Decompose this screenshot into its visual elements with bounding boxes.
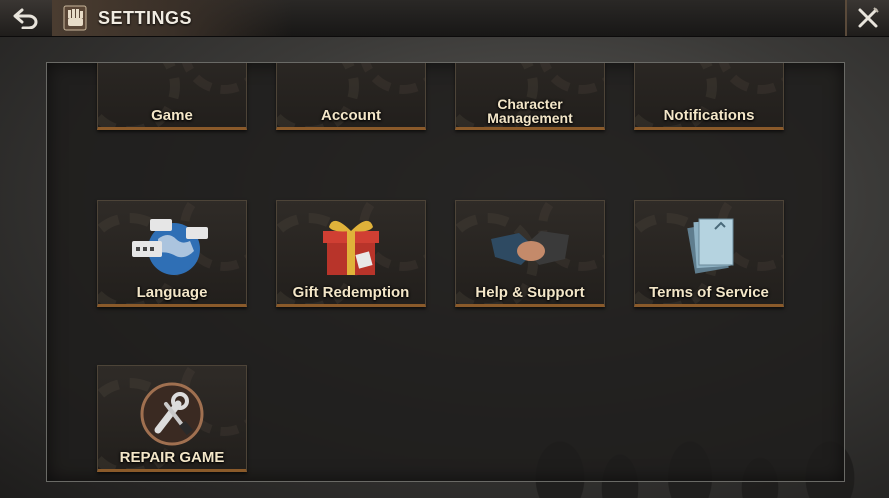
tile-terms-of-service[interactable]: Terms of Service [634,200,784,307]
tile-label: Account [321,107,381,124]
tile-repair-game[interactable]: REPAIR GAME [97,365,247,472]
tile-notifications[interactable]: Notifications [634,63,784,130]
page-title: SETTINGS [98,7,193,28]
tile-character-management[interactable]: Character Management [455,63,605,130]
gear-icon [98,63,246,66]
tile-label: Gift Redemption [292,284,410,301]
tile-help-support[interactable]: Help & Support [455,200,605,307]
tile-label: Help & Support [475,284,585,301]
top-bar: SETTINGS [0,0,889,37]
wrench-screwdriver-icon [98,374,246,446]
tile-label: Language [136,284,208,301]
tile-label: REPAIR GAME [119,449,225,466]
documents-icon [635,209,783,281]
tile-gift-redemption[interactable]: Gift Redemption [276,200,426,307]
tile-label: Character Management [487,96,573,126]
tile-account[interactable]: Account [276,63,426,130]
tile-label: Terms of Service [649,284,769,301]
settings-panel: Game Account Character Management [46,62,845,482]
tile-game[interactable]: Game [97,63,247,130]
character-portrait-icon [456,63,604,66]
globe-speech-icon [98,209,246,281]
close-x-icon [858,7,879,28]
handshake-icon [456,209,604,281]
close-button[interactable] [845,0,889,36]
title-tab: SETTINGS [52,0,292,36]
phone-notification-icon [635,63,783,66]
tile-language[interactable]: Language [97,200,247,307]
account-folder-icon [277,63,425,66]
gift-box-icon [277,209,425,281]
tile-label: Game [151,107,193,124]
tile-label: Notifications [663,107,755,124]
back-arrow-icon [13,8,38,29]
back-button[interactable] [0,0,54,36]
fist-emblem-icon [60,3,90,33]
